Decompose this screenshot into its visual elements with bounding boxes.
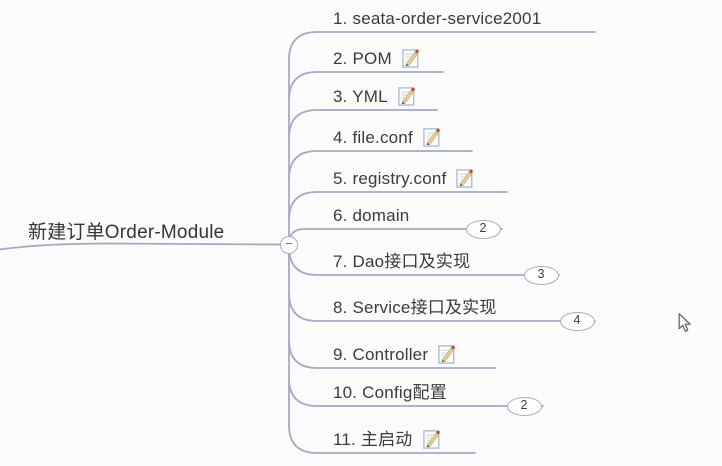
- children-count-badge[interactable]: 2: [465, 219, 501, 239]
- topic-node[interactable]: 11. 主启动: [333, 423, 443, 451]
- edit-note-icon[interactable]: [437, 343, 458, 365]
- topic-node[interactable]: 6. domain: [333, 199, 409, 227]
- topic-node[interactable]: 7. Dao接口及实现: [333, 245, 470, 273]
- topic-label: 6. domain: [333, 206, 410, 225]
- topic-label: 11. 主启动: [333, 430, 413, 449]
- topic-node[interactable]: 9. Controller: [333, 338, 458, 366]
- edit-note-icon[interactable]: [422, 126, 443, 148]
- topic-label: 4. file.conf: [333, 128, 413, 147]
- topic-label: 7. Dao接口及实现: [333, 252, 471, 271]
- topic-label: 8. Service接口及实现: [333, 298, 497, 317]
- mouse-cursor-icon: [678, 313, 691, 332]
- topic-label: 9. Controller: [333, 345, 429, 364]
- root-topic-label: 新建订单Order-Module: [28, 222, 225, 243]
- topic-node[interactable]: 1. seata-order-service2001: [333, 2, 541, 30]
- topic-label: 2. POM: [333, 49, 392, 68]
- topic-node[interactable]: 4. file.conf: [333, 121, 443, 149]
- topic-node[interactable]: 3. YML: [333, 80, 418, 108]
- topic-node[interactable]: 10. Config配置: [333, 376, 447, 404]
- topic-label: 1. seata-order-service2001: [333, 9, 542, 28]
- edit-note-icon[interactable]: [397, 85, 418, 107]
- edit-note-icon[interactable]: [422, 428, 443, 450]
- topic-node[interactable]: 2. POM: [333, 42, 422, 70]
- children-count-badge[interactable]: 2: [506, 396, 542, 416]
- root-topic[interactable]: 新建订单Order-Module: [28, 217, 224, 244]
- collapse-button[interactable]: −: [280, 236, 298, 254]
- edit-note-icon[interactable]: [455, 167, 476, 189]
- children-count-badge[interactable]: 4: [559, 311, 595, 331]
- topic-label: 3. YML: [333, 87, 388, 106]
- edit-note-icon[interactable]: [401, 47, 422, 69]
- topic-node[interactable]: 5. registry.conf: [333, 162, 476, 190]
- children-count-badge[interactable]: 3: [523, 265, 559, 285]
- topic-label: 10. Config配置: [333, 383, 447, 402]
- topic-label: 5. registry.conf: [333, 169, 447, 188]
- topic-node[interactable]: 8. Service接口及实现: [333, 291, 497, 319]
